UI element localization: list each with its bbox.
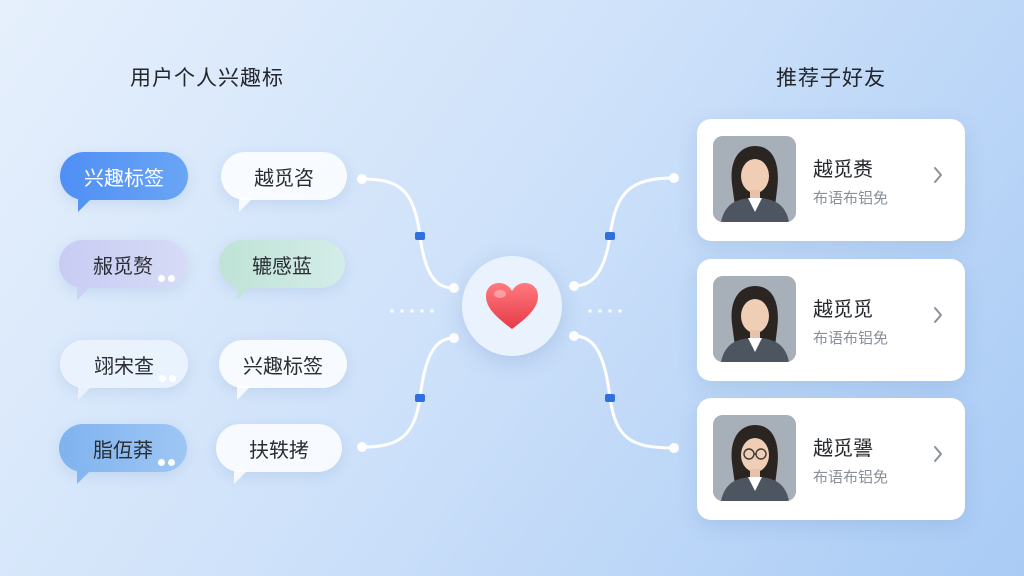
connector-bottom-left (360, 336, 456, 449)
connector-endpoint (669, 443, 679, 453)
connector-endpoint (669, 173, 679, 183)
typing-dots (158, 459, 175, 466)
dotted-trail (390, 309, 394, 313)
connector-node (605, 232, 615, 240)
interest-tag[interactable]: 越觅咨 (221, 152, 347, 212)
bubble-tail (78, 198, 92, 212)
friend-name: 越觅謽 (813, 436, 873, 460)
typing-dots (159, 375, 176, 382)
interest-tag-label: 辘感蓝 (252, 253, 312, 278)
chevron-right-icon[interactable] (933, 305, 943, 325)
chevron-right-icon[interactable] (933, 165, 943, 185)
connector-endpoint (569, 281, 579, 291)
bubble-tail (234, 470, 248, 484)
interest-tags-title: 用户个人兴趣标 (130, 66, 284, 90)
recommended-friends-title: 推荐子好友 (776, 66, 886, 90)
connector-endpoint (357, 442, 367, 452)
avatar (713, 415, 796, 501)
connector-node (415, 394, 425, 402)
interest-tag[interactable]: 翊宋查 (60, 340, 188, 400)
bubble-tail (77, 470, 91, 484)
bubble-tail (237, 386, 251, 400)
interest-tag-label: 脂仾莽 (93, 437, 153, 462)
interest-tag[interactable]: 辘感蓝 (219, 240, 345, 300)
avatar (713, 136, 796, 222)
interest-tag-label: 扶轶拷 (249, 437, 309, 462)
chevron-right-icon[interactable] (933, 444, 943, 464)
bubble-tail (239, 198, 253, 212)
connector-node (605, 394, 615, 402)
interest-tag-label: 兴趣标签 (243, 353, 323, 378)
connector-endpoint (449, 283, 459, 293)
interest-tag-label: 赧觅赘 (93, 253, 153, 278)
dotted-trail (430, 309, 434, 313)
connector-endpoint (569, 331, 579, 341)
friend-card[interactable]: 越觅赉 布语布铝免 (697, 119, 965, 241)
interest-tag-label: 翊宋查 (94, 353, 154, 378)
interest-tag-label: 兴趣标签 (84, 165, 164, 190)
dotted-trail (410, 309, 414, 313)
match-hub (462, 256, 562, 356)
interest-tag[interactable]: 兴趣标签 (219, 340, 347, 400)
friend-subtitle: 布语布铝免 (813, 468, 889, 486)
dotted-trail (420, 309, 424, 313)
dotted-trail (588, 309, 592, 313)
connector-endpoint (449, 333, 459, 343)
interest-tag[interactable]: 兴趣标签 (60, 152, 188, 212)
friend-card[interactable]: 越觅觅 布语布铝免 (697, 259, 965, 381)
friend-card[interactable]: 越觅謽 布语布铝免 (697, 398, 965, 520)
friend-name: 越觅赉 (813, 157, 873, 181)
friend-subtitle: 布语布铝免 (813, 329, 889, 347)
connector-top-left (360, 177, 456, 290)
interest-tag-label: 越觅咨 (254, 165, 314, 190)
connector-top-right (572, 176, 676, 288)
interest-tag[interactable]: 脂仾莽 (59, 424, 187, 484)
avatar (713, 276, 796, 362)
connector-endpoint (357, 174, 367, 184)
dotted-trail (598, 309, 602, 313)
interest-tag[interactable]: 扶轶拷 (216, 424, 342, 484)
bubble-tail (77, 286, 91, 300)
heart-icon (486, 283, 538, 329)
dotted-trail (400, 309, 404, 313)
friend-name: 越觅觅 (813, 297, 873, 321)
bubble-tail (78, 386, 92, 400)
friend-subtitle: 布语布铝免 (813, 189, 889, 207)
typing-dots (158, 275, 175, 282)
dotted-trail (608, 309, 612, 313)
dotted-trail (618, 309, 622, 313)
connector-node (415, 232, 425, 240)
interest-tag[interactable]: 赧觅赘 (59, 240, 187, 300)
connector-bottom-right (572, 334, 676, 450)
bubble-tail (237, 286, 251, 300)
